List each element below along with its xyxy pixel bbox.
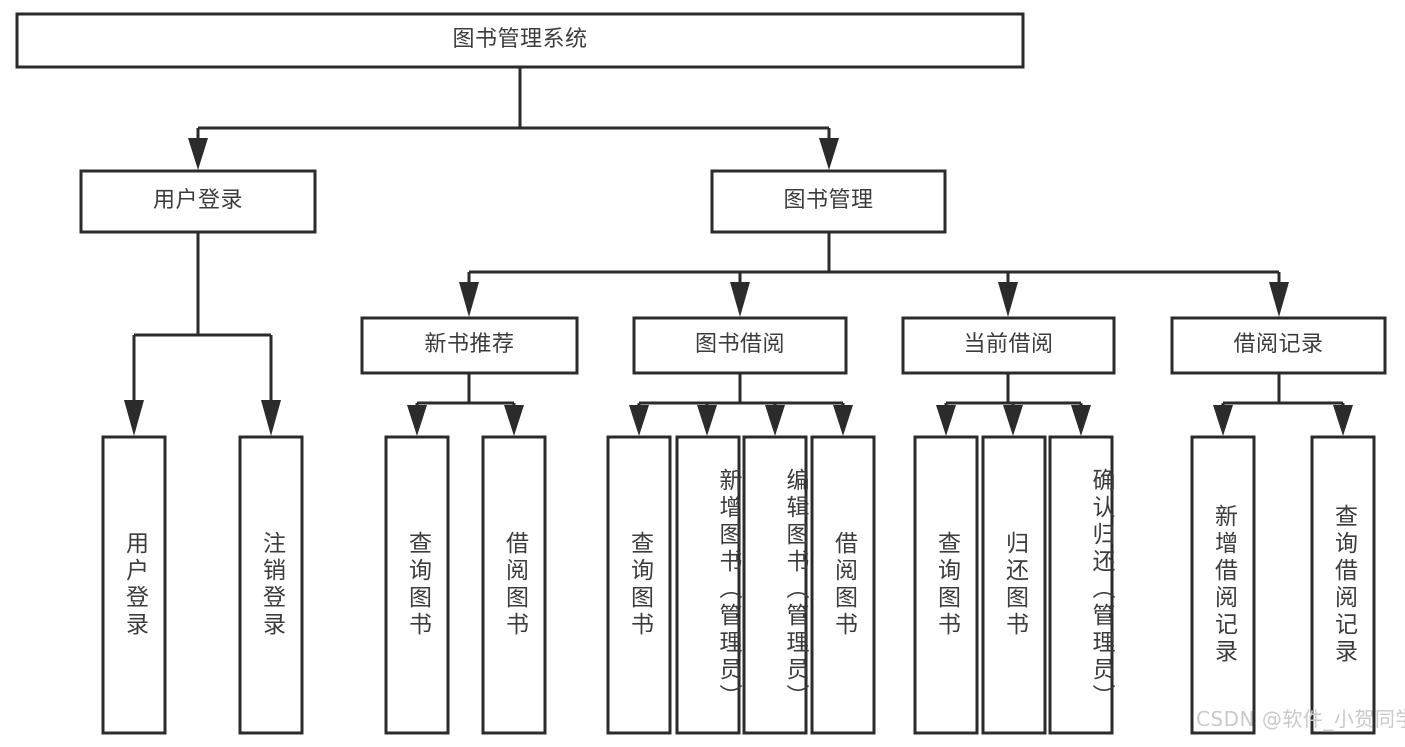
- node-rect-current-borrow[interactable]: [901, 316, 1116, 375]
- node-rect-leaf-add-borrow-record[interactable]: [1190, 435, 1256, 735]
- arrow-head-leaf-query-book-1: [407, 405, 427, 436]
- node-rect-new-book-recommend[interactable]: [360, 316, 579, 375]
- node-rect-leaf-confirm-return[interactable]: [1048, 435, 1114, 735]
- node-rect-root[interactable]: [15, 12, 1025, 69]
- arrow-head-leaf-add-book: [697, 405, 717, 436]
- arrow-head-leaf-query-book-2: [629, 405, 649, 436]
- arrow-head-leaf-query-book-3: [936, 405, 956, 436]
- arrow-head-leaf-borrow-book-1: [504, 405, 524, 436]
- node-rect-leaf-query-borrow-record[interactable]: [1310, 435, 1376, 735]
- arrow-head-leaf-borrow-book-2: [833, 405, 853, 436]
- node-rect-book-borrow[interactable]: [632, 316, 848, 375]
- arrow-head-leaf-add-borrow-record: [1213, 405, 1233, 436]
- arrow-head-book-manage: [819, 138, 839, 170]
- arrow-head-leaf-return-book: [1003, 405, 1023, 436]
- node-rect-borrow-record[interactable]: [1170, 316, 1387, 375]
- csdn-watermark: CSDN @软件_小贺同学: [1196, 707, 1405, 731]
- arrow-head-current-borrow: [998, 282, 1018, 317]
- node-rect-leaf-return-book[interactable]: [981, 435, 1047, 735]
- node-rect-leaf-edit-book[interactable]: [742, 435, 808, 735]
- arrow-head-leaf-edit-book: [765, 405, 785, 436]
- node-rect-layer: [15, 12, 1387, 735]
- node-rect-leaf-query-book-1[interactable]: [384, 435, 450, 735]
- arrow-head-user-login: [188, 138, 208, 170]
- node-rect-leaf-borrow-book-2[interactable]: [810, 435, 876, 735]
- node-rect-leaf-query-book-2[interactable]: [606, 435, 672, 735]
- node-rect-leaf-query-book-3[interactable]: [913, 435, 979, 735]
- arrow-head-leaf-user-logout: [261, 400, 281, 436]
- arrow-head-leaf-query-borrow-record: [1333, 405, 1353, 436]
- node-rect-leaf-user-login[interactable]: [101, 435, 167, 735]
- arrow-head-borrow-record: [1269, 282, 1289, 317]
- arrow-head-leaf-confirm-return: [1071, 405, 1091, 436]
- arrow-head-leaf-user-login: [124, 400, 144, 436]
- arrow-head-book-borrow: [730, 282, 750, 317]
- node-rect-leaf-add-book[interactable]: [675, 435, 741, 735]
- node-rect-book-manage[interactable]: [710, 169, 947, 234]
- node-rect-user-login[interactable]: [79, 169, 317, 234]
- arrow-head-new-book-recommend: [459, 282, 479, 317]
- connector-layer: [124, 67, 1353, 436]
- node-rect-leaf-user-logout[interactable]: [238, 435, 304, 735]
- node-rect-leaf-borrow-book-1[interactable]: [481, 435, 547, 735]
